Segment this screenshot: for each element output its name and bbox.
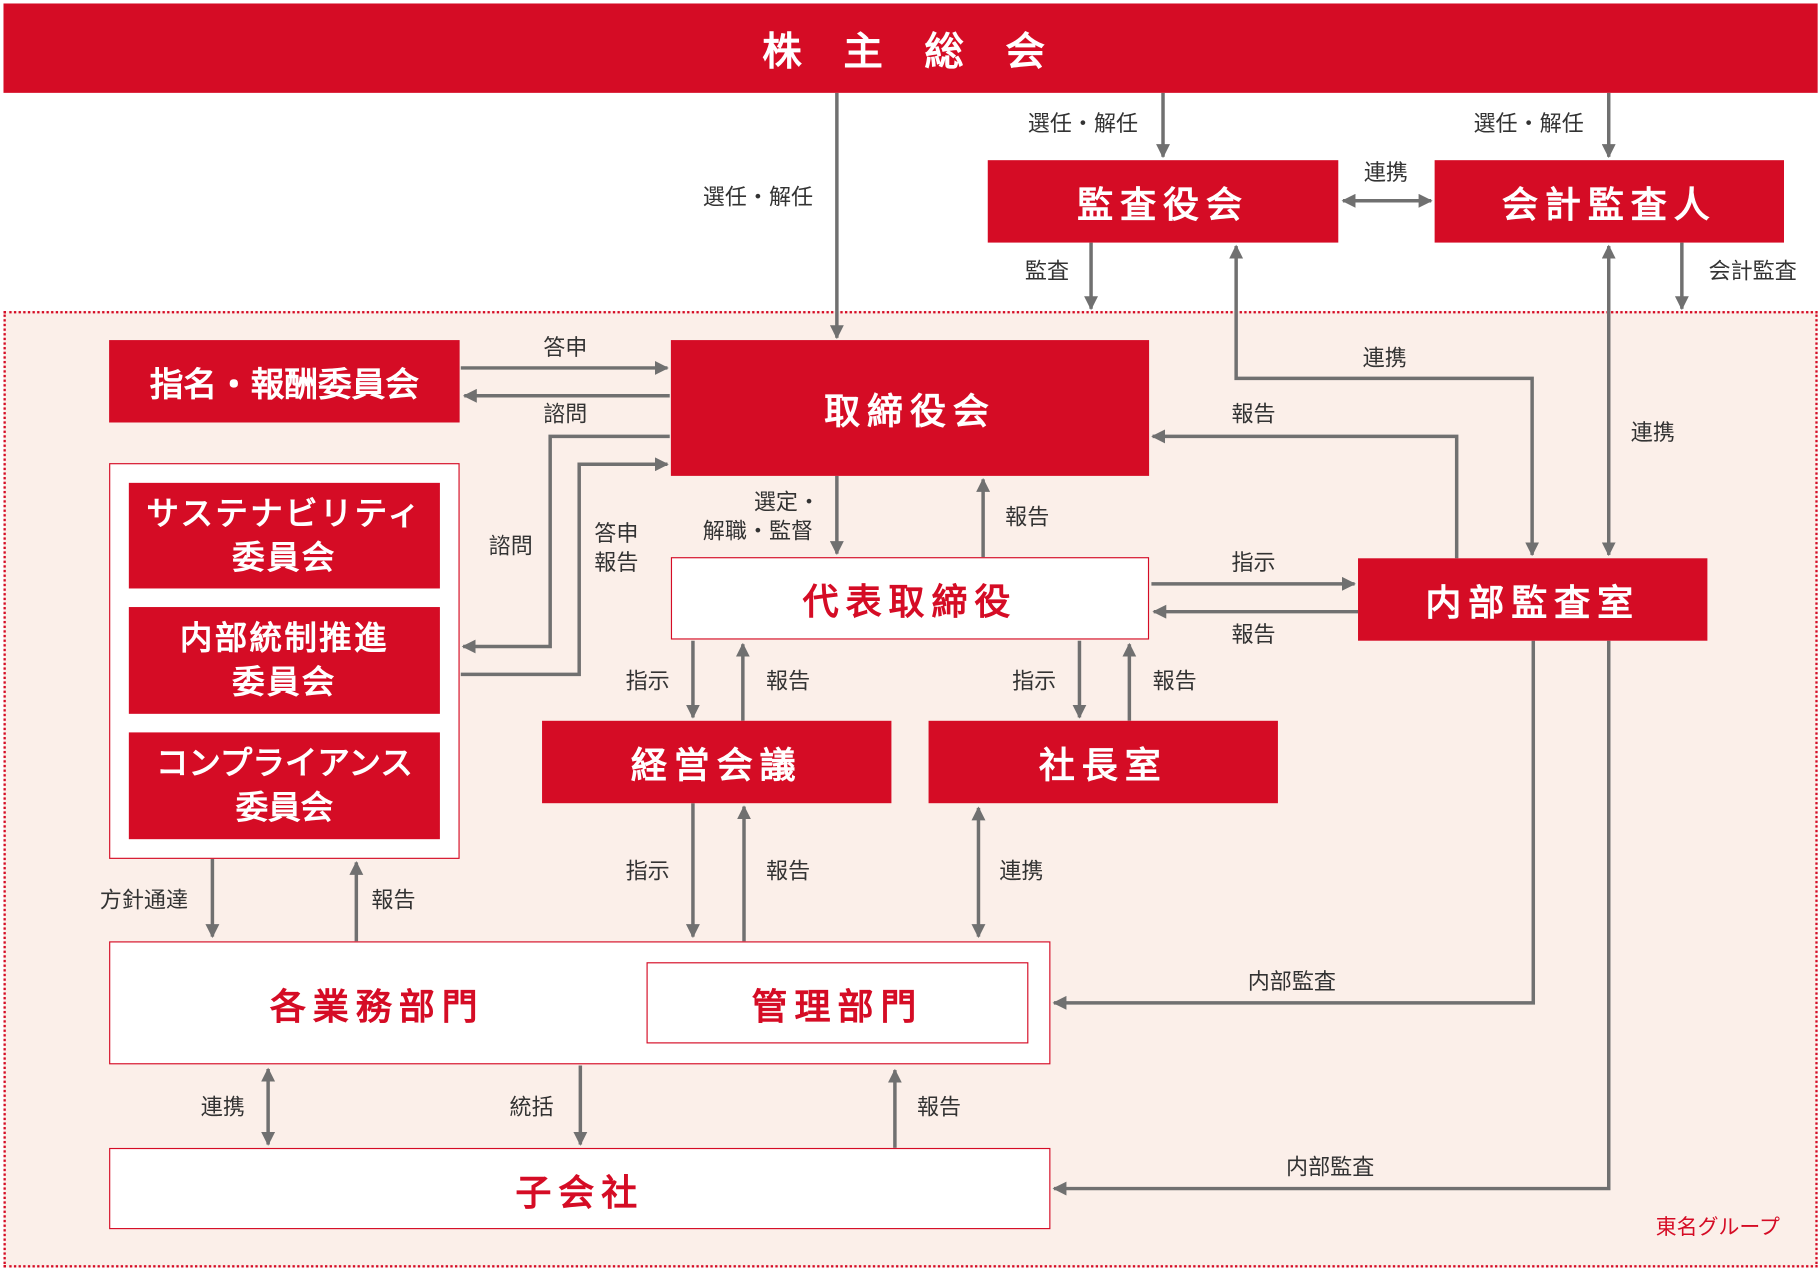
shareholders-meeting: 株 主 総 会 [3, 3, 1818, 93]
label-report-pres: 報告 [1152, 668, 1197, 695]
label-consult-nom: 諮問 [543, 401, 588, 428]
label-report-div-comm: 報告 [371, 887, 416, 914]
board-of-directors: 取締役会 [670, 340, 1150, 476]
representative-director: 代表取締役 [670, 557, 1150, 640]
president-office: 社長室 [928, 720, 1278, 804]
label-instruct-internal: 指示 [1231, 550, 1276, 576]
label-supervise-sub: 統括 [509, 1094, 554, 1121]
label-instruct-pres: 指示 [1012, 668, 1057, 695]
label-policy: 方針通達 [99, 887, 189, 914]
label-report-mgmt: 報告 [766, 668, 811, 695]
label-report-ceo-board: 報告 [1005, 504, 1050, 531]
arrow-answer-comm [460, 457, 669, 677]
label-elect-audit: 選任・解任 [1027, 111, 1139, 137]
label-coop-pres-div: 連携 [999, 858, 1044, 885]
arrow-internal-audit-div [1052, 640, 1536, 1010]
arrow-report-internal-board [1151, 429, 1459, 559]
label-elect-board: 選任・解任 [702, 184, 814, 211]
compliance-committee: コンプライアンス 委員会 [128, 732, 440, 840]
label-accounting-audit: 会計監査 [1708, 258, 1797, 285]
group-label: 東名グループ [1655, 1215, 1780, 1240]
label-instruct-div: 指示 [625, 858, 670, 885]
nomination-compensation-committee: 指名・報酬委員会 [109, 340, 460, 423]
label-coop-audit-internal: 連携 [1362, 345, 1407, 372]
label-internal-audit-div: 内部監査 [1247, 969, 1336, 995]
label-coop-auditor-internal: 連携 [1630, 420, 1675, 446]
label-coop-sub: 連携 [200, 1094, 245, 1121]
arrow-internal-audit-sub [1052, 640, 1611, 1196]
label-audit: 監査 [1024, 258, 1070, 285]
audit-board: 監査役会 [987, 160, 1339, 243]
arrow-coop-audit-internal [1229, 244, 1540, 557]
label-report-sub: 報告 [916, 1094, 962, 1121]
subsidiaries: 子会社 [109, 1147, 1051, 1230]
label-select: 選定・ [753, 489, 821, 516]
business-divisions: 各業務部門 [269, 986, 485, 1028]
label-answer-comm: 答申 [594, 521, 639, 547]
label-report-internal-board: 報告 [1231, 401, 1276, 428]
label-dismiss-supervise: 解職・監督 [702, 518, 814, 545]
management-meeting: 経営会議 [542, 720, 892, 804]
label-consult-comm: 諮問 [488, 533, 533, 560]
label-answer-nom: 答申 [543, 335, 588, 361]
label-report-internal-ceo: 報告 [1231, 622, 1276, 648]
accounting-auditor: 会計監査人 [1434, 160, 1784, 243]
internal-control-committee: 内部統制推進 委員会 [128, 607, 440, 714]
arrow-consult-comm [461, 434, 670, 654]
sustainability-committee: サステナビリティ 委員会 [128, 482, 440, 589]
internal-audit-office: 内部監査室 [1358, 558, 1708, 641]
label-internal-audit-sub: 内部監査 [1286, 1154, 1375, 1181]
label-coop-audit-auditor: 連携 [1363, 160, 1408, 186]
label-report-div: 報告 [766, 858, 811, 885]
label-report-comm: 報告 [594, 550, 639, 576]
administration-division: 管理部門 [646, 962, 1029, 1044]
label-elect-auditor: 選任・解任 [1473, 111, 1584, 137]
label-instruct-mgmt: 指示 [625, 668, 670, 695]
